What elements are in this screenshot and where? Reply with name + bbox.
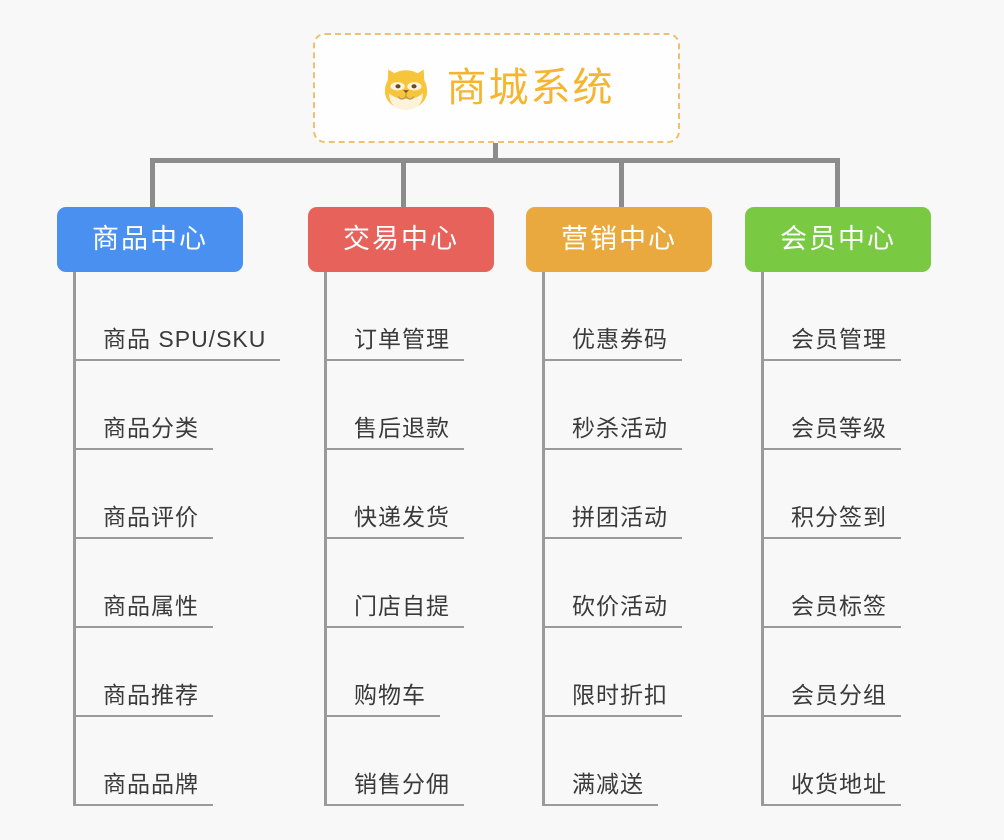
branch-column-3: 营销中心 优惠券码 秒杀活动 拼团活动 砍价活动 限时折扣 满减送 <box>526 207 716 806</box>
leaf-list-3: 优惠券码 秒杀活动 拼团活动 砍价活动 限时折扣 满减送 <box>526 272 716 806</box>
leaf-label: 会员等级 <box>761 414 901 450</box>
leaf-item[interactable]: 门店自提 <box>308 539 498 628</box>
leaf-item[interactable]: 拼团活动 <box>526 450 716 539</box>
leaf-item[interactable]: 会员管理 <box>745 272 935 361</box>
branch-spine-2 <box>324 272 327 806</box>
leaf-item[interactable]: 收货地址 <box>745 717 935 806</box>
leaf-label: 限时折扣 <box>542 681 682 717</box>
leaf-item[interactable]: 满减送 <box>526 717 716 806</box>
leaf-item[interactable]: 商品分类 <box>57 361 247 450</box>
leaf-list-4: 会员管理 会员等级 积分签到 会员标签 会员分组 收货地址 <box>745 272 935 806</box>
leaf-label: 会员分组 <box>761 681 901 717</box>
leaf-item[interactable]: 积分签到 <box>745 450 935 539</box>
branch-header-1[interactable]: 商品中心 <box>57 207 243 272</box>
leaf-label: 满减送 <box>542 770 658 806</box>
leaf-list-1: 商品 SPU/SKU 商品分类 商品评价 商品属性 商品推荐 商品品牌 <box>57 272 281 806</box>
leaf-item[interactable]: 商品属性 <box>57 539 247 628</box>
leaf-item[interactable]: 售后退款 <box>308 361 498 450</box>
leaf-item[interactable]: 会员分组 <box>745 628 935 717</box>
leaf-label: 会员标签 <box>761 592 901 628</box>
leaf-label: 商品推荐 <box>73 681 213 717</box>
leaf-item[interactable]: 砍价活动 <box>526 539 716 628</box>
branch-header-3[interactable]: 营销中心 <box>526 207 712 272</box>
leaf-item[interactable]: 商品 SPU/SKU <box>57 272 281 361</box>
leaf-label: 购物车 <box>324 681 440 717</box>
root-title: 商城系统 <box>446 66 615 110</box>
leaf-item[interactable]: 商品评价 <box>57 450 247 539</box>
branch-column-4: 会员中心 会员管理 会员等级 积分签到 会员标签 会员分组 收货地址 <box>745 207 935 806</box>
branch-column-2: 交易中心 订单管理 售后退款 快递发货 门店自提 购物车 销售分佣 <box>308 207 498 806</box>
leaf-item[interactable]: 快递发货 <box>308 450 498 539</box>
branch-header-4[interactable]: 会员中心 <box>745 207 931 272</box>
leaf-label: 拼团活动 <box>542 503 682 539</box>
branch-spine-3 <box>542 272 545 806</box>
leaf-item[interactable]: 优惠券码 <box>526 272 716 361</box>
leaf-item[interactable]: 商品品牌 <box>57 717 247 806</box>
leaf-item[interactable]: 销售分佣 <box>308 717 498 806</box>
leaf-label: 快递发货 <box>324 503 464 539</box>
leaf-label: 砍价活动 <box>542 592 682 628</box>
leaf-label: 订单管理 <box>324 325 464 361</box>
leaf-item[interactable]: 会员等级 <box>745 361 935 450</box>
leaf-item[interactable]: 购物车 <box>308 628 498 717</box>
leaf-label: 优惠券码 <box>542 325 682 361</box>
branch-spine-1 <box>73 272 76 806</box>
leaf-label: 商品属性 <box>73 592 213 628</box>
connector-drop-4 <box>835 158 840 209</box>
connector-root-stem <box>493 143 498 162</box>
root-node-shop-system[interactable]: 商城系统 <box>313 33 680 143</box>
leaf-label: 销售分佣 <box>324 770 464 806</box>
leaf-item[interactable]: 订单管理 <box>308 272 498 361</box>
leaf-item[interactable]: 秒杀活动 <box>526 361 716 450</box>
leaf-list-2: 订单管理 售后退款 快递发货 门店自提 购物车 销售分佣 <box>308 272 498 806</box>
leaf-label: 商品评价 <box>73 503 213 539</box>
leaf-label: 积分签到 <box>761 503 901 539</box>
leaf-label: 售后退款 <box>324 414 464 450</box>
shiba-dog-face-icon <box>384 69 427 110</box>
leaf-label: 商品 SPU/SKU <box>73 325 281 361</box>
leaf-label: 秒杀活动 <box>542 414 682 450</box>
leaf-label: 门店自提 <box>324 592 464 628</box>
leaf-label: 商品品牌 <box>73 770 213 806</box>
leaf-item[interactable]: 商品推荐 <box>57 628 247 717</box>
connector-drop-2 <box>401 158 406 209</box>
leaf-label: 收货地址 <box>761 770 901 806</box>
leaf-label: 会员管理 <box>761 325 901 361</box>
connector-drop-3 <box>619 158 624 209</box>
connector-horizontal-bar <box>150 158 840 163</box>
connector-drop-1 <box>150 158 155 209</box>
branch-column-1: 商品中心 商品 SPU/SKU 商品分类 商品评价 商品属性 商品推荐 商品品牌 <box>57 207 281 806</box>
leaf-item[interactable]: 限时折扣 <box>526 628 716 717</box>
leaf-label: 商品分类 <box>73 414 213 450</box>
branch-header-2[interactable]: 交易中心 <box>308 207 494 272</box>
branch-spine-4 <box>761 272 764 806</box>
leaf-item[interactable]: 会员标签 <box>745 539 935 628</box>
